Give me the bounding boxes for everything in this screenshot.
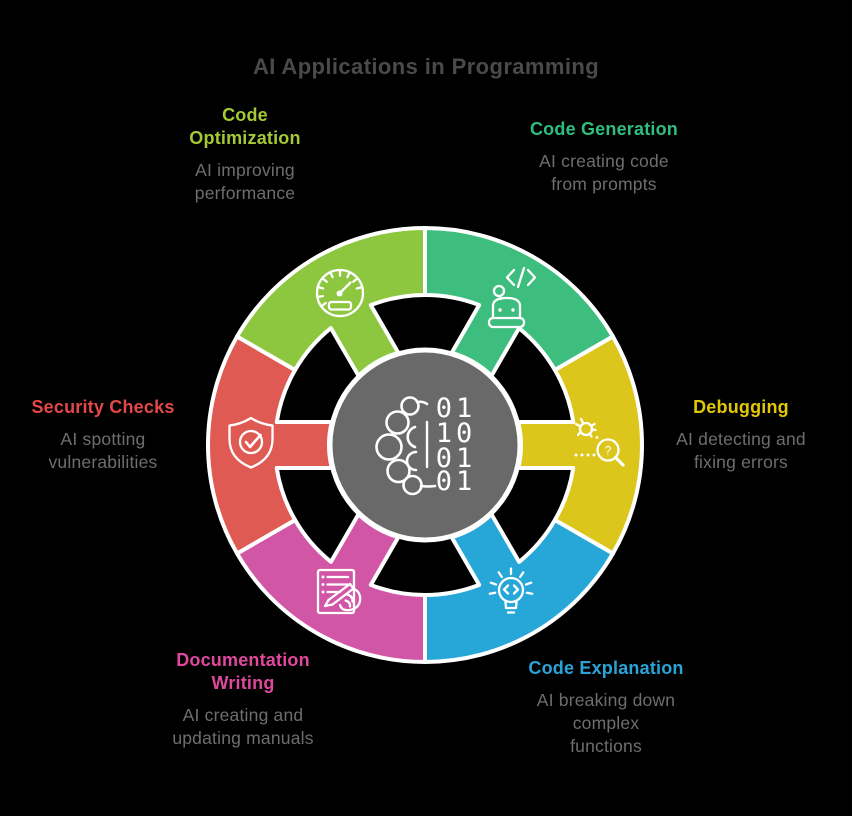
brain-binary-icon: 01 10 01 01 xyxy=(375,393,477,497)
bug-magnifier-icon: ? xyxy=(574,417,625,467)
segment-debugging xyxy=(516,334,644,556)
segment-label-documentation-writing: Documentation Writing xyxy=(176,650,310,694)
center-circle xyxy=(327,347,523,543)
label-block-code-generation: Code Generation AI creating code from pr… xyxy=(509,118,699,196)
binary-row: 01 xyxy=(436,393,477,424)
page-title: AI Applications in Programming xyxy=(252,54,600,79)
shield-check-icon xyxy=(228,416,274,469)
segment-label-debugging: Debugging xyxy=(693,397,789,417)
segment-label-code-explanation: Code Explanation xyxy=(528,658,684,678)
document-pen-icon xyxy=(316,568,362,615)
segment-documentation-writing xyxy=(235,512,427,664)
label-block-debugging: Debugging AI detecting and fixing errors xyxy=(646,396,836,474)
speedometer-icon xyxy=(315,268,365,318)
segment-desc-code-optimization: AI improving performance xyxy=(194,160,296,203)
binary-row: 01 xyxy=(436,443,477,474)
wheel-segments xyxy=(206,225,644,665)
segment-label-code-generation: Code Generation xyxy=(529,119,679,139)
label-block-documentation-writing: Documentation Writing AI creating and up… xyxy=(143,649,343,750)
segment-label-code-optimization: Code Optimization xyxy=(189,105,301,149)
lightbulb-code-icon xyxy=(488,567,534,614)
robot-code-icon xyxy=(487,266,537,329)
binary-row: 01 xyxy=(436,466,477,497)
label-block-code-explanation: Code Explanation AI breaking down comple… xyxy=(506,657,706,757)
label-block-security-checks: Security Checks AI spotting vulnerabilit… xyxy=(13,396,193,474)
svg-text:?: ? xyxy=(605,444,612,458)
binary-row: 10 xyxy=(436,418,477,449)
segment-desc-debugging: AI detecting and fixing errors xyxy=(676,429,806,472)
center-hub: 01 10 01 01 xyxy=(327,347,523,543)
segment-desc-code-explanation: AI breaking down complex functions xyxy=(536,690,676,756)
segment-label-security-checks: Security Checks xyxy=(31,397,175,417)
segment-desc-code-generation: AI creating code from prompts xyxy=(539,151,669,194)
label-block-code-optimization: Code Optimization AI improving performan… xyxy=(160,104,330,205)
segment-code-explanation xyxy=(422,512,615,665)
segment-desc-security-checks: AI spotting vulnerabilities xyxy=(48,429,158,472)
segment-security-checks xyxy=(206,334,334,556)
segment-desc-documentation-writing: AI creating and updating manuals xyxy=(172,705,314,748)
